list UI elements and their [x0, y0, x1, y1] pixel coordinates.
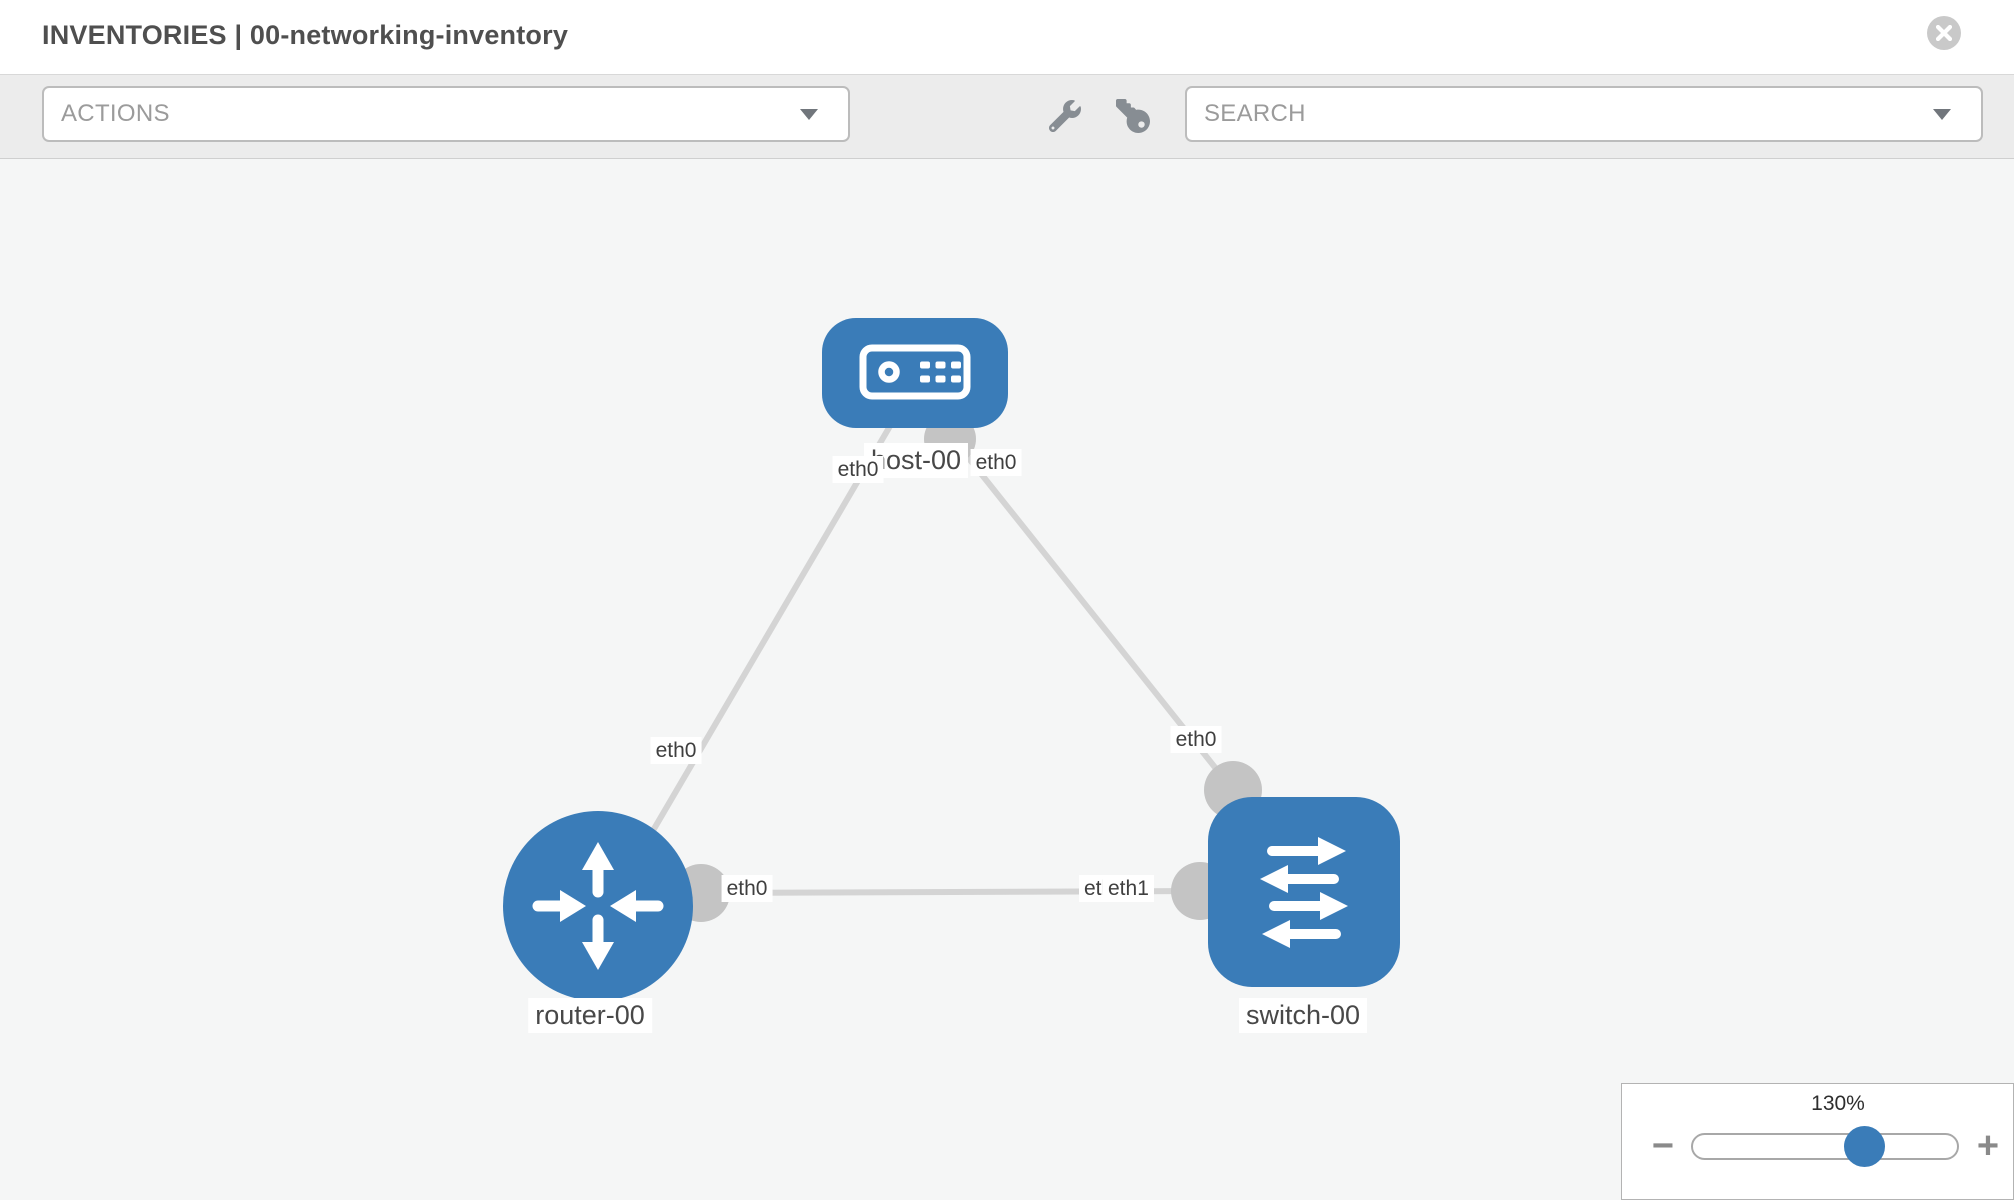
host-icon	[859, 344, 971, 400]
edges	[607, 419, 1236, 906]
topology-canvas[interactable]: host-00 router-00 switch-00 eth0 eth0 et…	[0, 159, 2014, 1200]
toolbar: ACTIONS SEARCH	[0, 74, 2014, 159]
if-label-host-eth0-left: eth0	[832, 456, 884, 484]
if-label-switch-eth1-mid: eth1	[1103, 875, 1154, 903]
search-placeholder: SEARCH	[1204, 100, 1306, 127]
if-label-host-eth0-right: eth0	[970, 449, 1022, 477]
close-icon	[1936, 25, 1952, 41]
if-label-router-eth0-up: eth0	[650, 737, 702, 765]
interface-connectors	[672, 413, 1262, 922]
page-title: INVENTORIES | 00-networking-inventory	[42, 20, 569, 50]
edge-host-router	[607, 419, 896, 906]
zoom-in-button[interactable]: +	[1976, 1125, 2000, 1167]
actions-dropdown-label: ACTIONS	[61, 100, 170, 127]
zoom-slider-thumb[interactable]	[1844, 1126, 1885, 1167]
if-label-router-eth0-mid: eth0	[721, 875, 773, 903]
zoom-out-button[interactable]: −	[1651, 1125, 1675, 1167]
node-router-00[interactable]	[503, 811, 693, 1001]
zoom-slider-track[interactable]	[1691, 1133, 1959, 1160]
node-label-switch: switch-00	[1238, 998, 1368, 1034]
node-host-00[interactable]	[822, 318, 1008, 428]
node-switch-00[interactable]	[1208, 797, 1400, 987]
router-icon	[532, 842, 664, 970]
if-label-switch-eth0-up: eth0	[1170, 726, 1222, 754]
window-header: INVENTORIES | 00-networking-inventory	[0, 0, 2014, 74]
zoom-level-value: 130%	[1811, 1092, 1865, 1115]
key-button[interactable]	[1113, 96, 1153, 136]
close-button[interactable]	[1927, 16, 1961, 50]
node-label-router: router-00	[528, 998, 652, 1034]
search-dropdown[interactable]: SEARCH	[1185, 86, 1983, 142]
chevron-down-icon	[1933, 109, 1951, 120]
tools-button[interactable]	[1045, 96, 1085, 136]
wrench-icon	[1049, 100, 1081, 132]
zoom-panel: 130% − +	[1621, 1083, 2014, 1200]
actions-dropdown[interactable]: ACTIONS	[42, 86, 850, 142]
topology-svg	[503, 318, 1400, 1001]
switch-icon	[1260, 837, 1348, 948]
key-icon	[1116, 99, 1150, 133]
chevron-down-icon	[800, 109, 818, 120]
